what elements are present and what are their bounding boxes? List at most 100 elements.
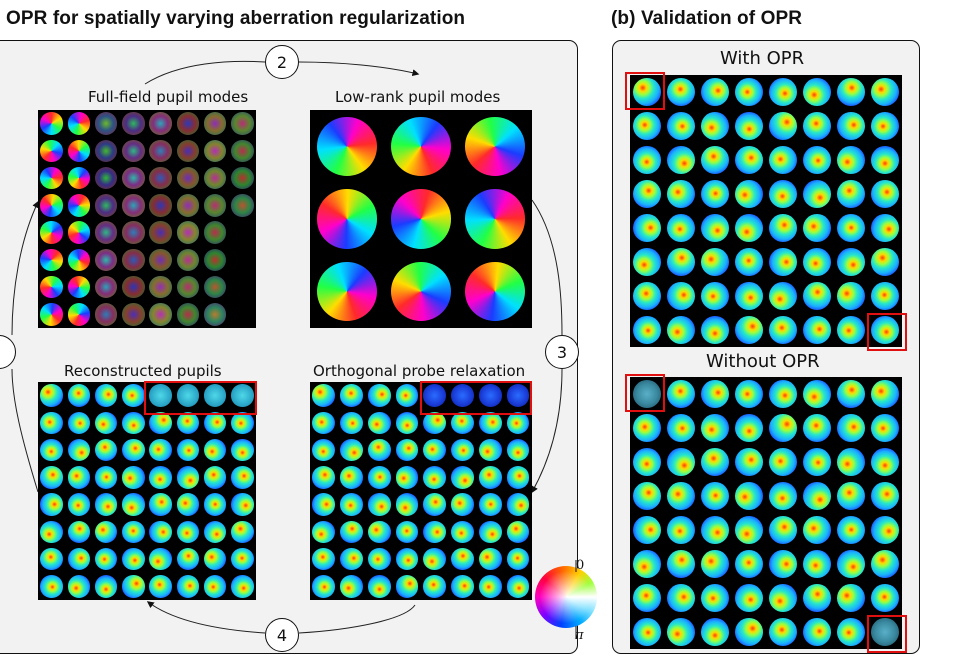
pupil-tile <box>477 491 505 518</box>
pupil-disk <box>367 547 391 571</box>
pupil-tile <box>630 615 664 649</box>
pupil-disk <box>176 520 200 544</box>
pupil-disk <box>367 384 391 407</box>
pupil-disk <box>176 275 200 299</box>
pupil-tile <box>477 573 505 600</box>
step-badge-3: 3 <box>545 335 579 369</box>
pupil-disk <box>231 466 254 489</box>
pupil-tile <box>147 409 174 436</box>
pupil-tile <box>800 445 834 479</box>
pupil-tile <box>800 143 834 177</box>
pupil-disk <box>506 493 530 516</box>
pupil-tile <box>664 513 698 547</box>
pupil-tile <box>868 547 902 581</box>
pupil-tile <box>229 137 256 164</box>
pupil-tile <box>384 110 458 183</box>
pupil-tile <box>366 491 394 518</box>
pupil-disk <box>40 575 63 598</box>
pupil-tile <box>93 382 120 409</box>
pupil-tile <box>698 143 732 177</box>
pupil-tile <box>664 377 698 411</box>
pupil-tile <box>664 109 698 143</box>
pupil-tile <box>800 615 834 649</box>
pupil-tile <box>868 479 902 513</box>
pupil-tile <box>38 301 65 328</box>
pupil-disk <box>803 180 831 208</box>
pupil-tile <box>421 546 449 573</box>
pupil-disk <box>149 166 172 190</box>
pupil-disk <box>231 575 254 598</box>
pupil-disk <box>701 448 729 476</box>
pupil-tile <box>664 445 698 479</box>
pupil-disk <box>871 282 899 310</box>
pupil-tile <box>800 479 834 513</box>
pupil-disk <box>203 575 227 598</box>
pupil-disk <box>451 384 474 407</box>
pupil-disk <box>735 146 763 174</box>
pupil-disk <box>40 194 63 217</box>
pupil-tile <box>868 211 902 245</box>
pupil-tile <box>766 513 800 547</box>
pupil-tile <box>732 513 766 547</box>
pupil-tile <box>698 177 732 211</box>
pupil-disk <box>94 194 118 217</box>
pupil-disk <box>837 618 865 646</box>
pupil-disk <box>803 482 831 510</box>
pupil-disk <box>40 166 63 190</box>
reconstructed-pupils-image <box>38 382 256 600</box>
pupil-tile <box>868 615 902 649</box>
pupil-tile <box>310 255 384 328</box>
pupil-tile <box>120 464 147 491</box>
highlight-without-topleft <box>625 374 665 412</box>
pupil-disk <box>871 618 899 646</box>
pupil-tile <box>664 245 698 279</box>
pupil-disk <box>803 78 831 106</box>
pupil-disk <box>871 380 899 408</box>
pupil-tile <box>147 464 174 491</box>
pupil-tile <box>834 479 868 513</box>
pupil-disk <box>667 282 695 310</box>
pupil-disk <box>340 384 363 407</box>
pupil-disk <box>367 438 391 462</box>
pupil-disk <box>94 112 118 135</box>
pupil-tile <box>664 479 698 513</box>
highlight-without-bottomright <box>867 615 907 653</box>
pupil-tile <box>366 409 394 436</box>
pupil-tile <box>202 491 229 518</box>
pupil-disk <box>340 520 363 544</box>
pupil-tile <box>38 573 65 600</box>
pupil-tile <box>120 137 147 164</box>
pupil-disk <box>67 411 91 435</box>
pupil-disk <box>149 139 172 163</box>
pupil-tile <box>698 411 732 445</box>
pupil-tile <box>93 110 120 137</box>
pupil-tile <box>229 518 256 545</box>
pupil-tile <box>65 546 92 573</box>
pupil-disk <box>633 282 661 310</box>
pupil-tile <box>800 513 834 547</box>
pupil-disk <box>40 139 63 163</box>
pupil-tile <box>65 219 92 246</box>
pupil-disk <box>122 520 145 544</box>
pupil-disk <box>803 550 831 578</box>
pupil-disk <box>203 221 227 244</box>
pupil-disk <box>478 466 502 489</box>
pupil-tile <box>834 615 868 649</box>
pupil-disk <box>769 180 797 208</box>
pupil-tile <box>664 211 698 245</box>
pupil-tile <box>174 110 201 137</box>
pupil-disk <box>701 482 729 510</box>
pupil-disk <box>735 282 763 310</box>
pupil-tile <box>393 573 421 600</box>
pupil-tile <box>202 165 229 192</box>
pupil-tile <box>421 464 449 491</box>
pupil-tile <box>384 255 458 328</box>
pupil-disk <box>633 316 661 344</box>
pupil-tile <box>868 581 902 615</box>
pupil-tile <box>477 518 505 545</box>
pupil-tile <box>229 409 256 436</box>
pupil-disk <box>633 584 661 612</box>
pupil-tile <box>202 382 229 409</box>
pupil-disk <box>451 438 474 462</box>
pupil-tile <box>338 546 366 573</box>
